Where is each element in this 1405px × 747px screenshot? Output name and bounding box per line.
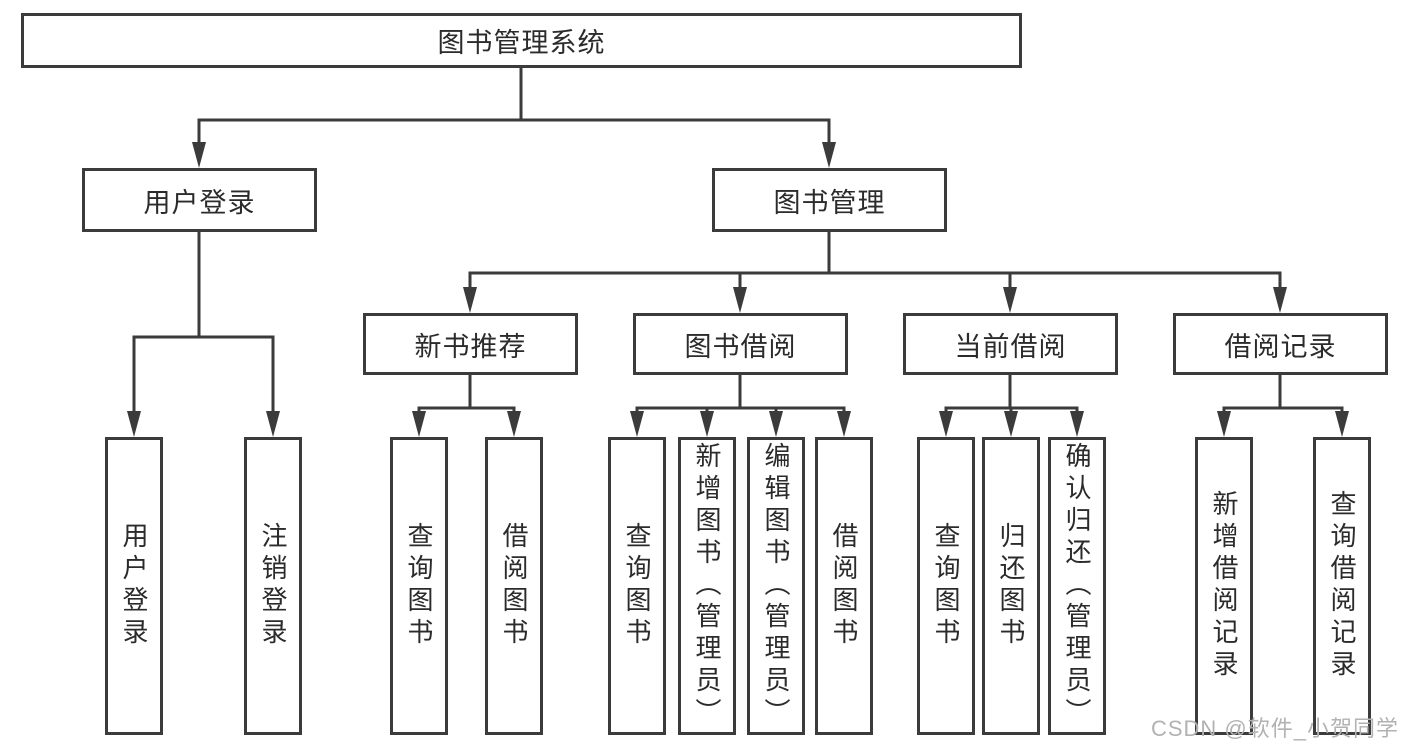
connector-book-borrow-to-leaves xyxy=(630,375,851,437)
node-label: 用户登录 xyxy=(119,522,149,650)
connector-user-login-to-leaves xyxy=(127,232,280,437)
arrowhead xyxy=(412,411,426,437)
node-label: 新书推荐 xyxy=(414,331,527,362)
leaf-cb-confirm-return-admin: 确认归还（管理员） xyxy=(1048,437,1106,735)
connector-borrow-record-to-leaves xyxy=(1217,375,1349,437)
leaf-cb-query-book: 查询图书 xyxy=(917,437,975,735)
node-new-book-recommend: 新书推荐 xyxy=(363,313,578,375)
arrowhead xyxy=(630,411,644,437)
arrowhead xyxy=(507,411,521,437)
node-label: 确认归还（管理员） xyxy=(1062,442,1092,730)
node-label: 查询图书 xyxy=(931,522,961,650)
node-label: 新增图书（管理员） xyxy=(692,442,722,730)
arrowhead xyxy=(192,142,206,168)
leaf-br-query-record: 查询借阅记录 xyxy=(1313,437,1371,735)
node-label: 新增借阅记录 xyxy=(1209,490,1239,682)
node-label: 借阅图书 xyxy=(499,522,529,650)
leaf-bb-add-book-admin: 新增图书（管理员） xyxy=(678,437,736,735)
node-label: 图书管理系统 xyxy=(437,28,606,58)
connector-current-borrow-to-leaves xyxy=(939,375,1084,437)
node-label: 注销登录 xyxy=(258,522,288,650)
leaf-nb-borrow-book: 借阅图书 xyxy=(485,437,543,735)
leaf-bb-query-book: 查询图书 xyxy=(608,437,666,735)
arrowhead xyxy=(1273,287,1287,313)
node-label: 借阅图书 xyxy=(829,522,859,650)
leaf-bb-borrow-book: 借阅图书 xyxy=(815,437,873,735)
node-label: 图书借阅 xyxy=(684,331,797,362)
node-borrow-record: 借阅记录 xyxy=(1173,313,1388,375)
arrowhead xyxy=(1335,411,1349,437)
arrowhead xyxy=(266,411,280,437)
arrowhead xyxy=(1070,411,1084,437)
node-label: 编辑图书（管理员） xyxy=(761,442,791,730)
arrowhead xyxy=(1004,411,1018,437)
leaf-bb-edit-book-admin: 编辑图书（管理员） xyxy=(747,437,805,735)
arrowhead xyxy=(939,411,953,437)
connector-root-to-level2 xyxy=(192,68,836,168)
node-system-root: 图书管理系统 xyxy=(21,13,1022,68)
arrowhead xyxy=(127,411,141,437)
node-label: 查询借阅记录 xyxy=(1327,490,1357,682)
leaf-cb-return-book: 归还图书 xyxy=(982,437,1040,735)
node-label: 当前借阅 xyxy=(954,331,1067,362)
node-label: 归还图书 xyxy=(996,522,1026,650)
arrowhead xyxy=(463,287,477,313)
arrowhead xyxy=(1217,411,1231,437)
node-user-login: 用户登录 xyxy=(82,168,317,232)
node-label: 图书管理 xyxy=(773,187,886,218)
arrowhead xyxy=(822,142,836,168)
node-book-management: 图书管理 xyxy=(712,168,947,232)
arrowhead xyxy=(1003,287,1017,313)
leaf-user-login: 用户登录 xyxy=(105,437,163,735)
node-book-borrow: 图书借阅 xyxy=(633,313,848,375)
node-label: 查询图书 xyxy=(404,522,434,650)
csdn-watermark: CSDN @软件_小贺同学 xyxy=(1150,716,1399,741)
leaf-br-add-record: 新增借阅记录 xyxy=(1195,437,1253,735)
node-label: 用户登录 xyxy=(143,187,256,218)
arrowhead xyxy=(733,287,747,313)
connector-book-management-to-level3 xyxy=(463,232,1287,313)
node-label: 借阅记录 xyxy=(1224,331,1337,362)
leaf-logout: 注销登录 xyxy=(244,437,302,735)
connector-new-book-recommend-to-leaves xyxy=(412,375,521,437)
arrowhead xyxy=(769,411,783,437)
arrowhead xyxy=(837,411,851,437)
node-label: 查询图书 xyxy=(622,522,652,650)
arrowhead xyxy=(700,411,714,437)
node-current-borrow: 当前借阅 xyxy=(903,313,1118,375)
leaf-nb-query-book: 查询图书 xyxy=(390,437,448,735)
